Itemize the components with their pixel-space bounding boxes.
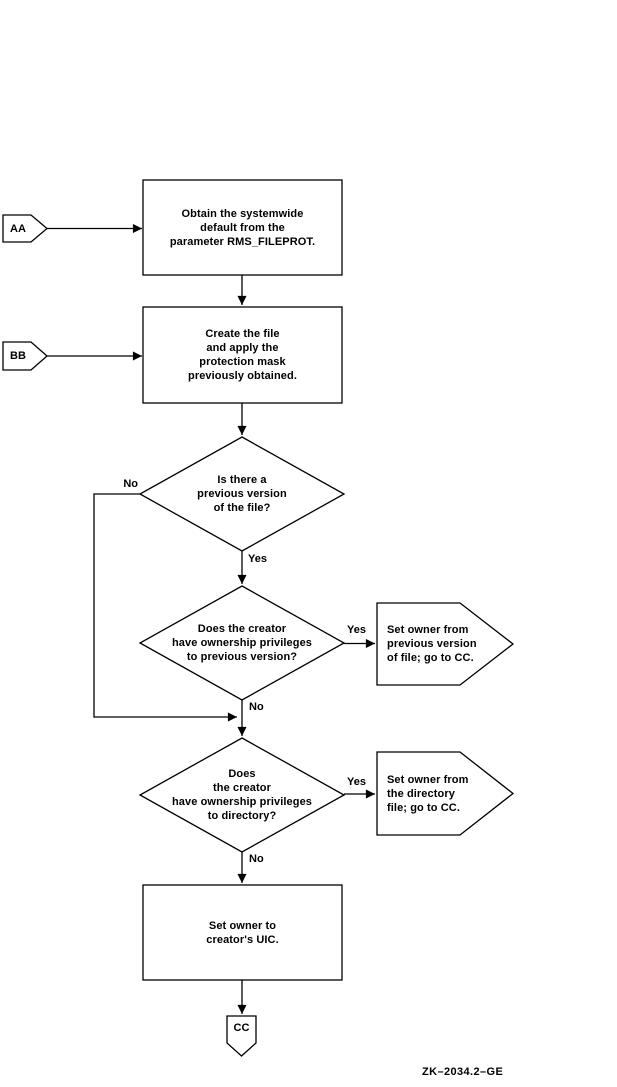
decision-ownership-previous-text: Does the creator have ownership privileg… [171, 623, 313, 663]
connector-bb-label: BB [9, 350, 27, 362]
edge-label-d2-yes: Yes [347, 624, 366, 636]
box-create-file-text: Create the file and apply the protection… [188, 328, 297, 382]
decision-previous-version-text: Is there a previous version of the file? [197, 474, 287, 514]
decision-ownership-directory-text: Does the creator have ownership privileg… [171, 768, 313, 822]
edge-label-d2-no: No [249, 701, 264, 713]
box-obtain-default-text: Obtain the systemwide default from the p… [169, 207, 316, 248]
connector-aa-shape [2, 214, 49, 243]
edge-d1-no-bypass [93, 493, 237, 722]
box-obtain-default [142, 179, 343, 276]
terminal-owner-from-previous [376, 602, 515, 686]
edge-label-d3-yes: Yes [347, 776, 366, 788]
terminal-owner-from-directory-text: Set owner from the directory file; go to… [387, 773, 469, 814]
connector-cc-label: CC [233, 1022, 250, 1034]
connector-cc-shape [226, 1015, 257, 1057]
terminal-owner-from-directory [376, 751, 515, 836]
edge-label-d3-no: No [249, 853, 264, 865]
figure-caption: ZK–2034.2–GE [422, 1066, 504, 1078]
box-set-owner-uic-text: Set owner to creator's UIC. [206, 919, 279, 946]
edge-label-d1-no: No [123, 478, 138, 490]
box-set-owner-uic [142, 884, 343, 981]
terminal-owner-from-previous-text: Set owner from previous version of file;… [387, 624, 477, 664]
connector-bb-shape [2, 341, 48, 371]
connector-aa-label: AA [9, 222, 27, 235]
edge-label-d1-yes: Yes [248, 553, 267, 565]
